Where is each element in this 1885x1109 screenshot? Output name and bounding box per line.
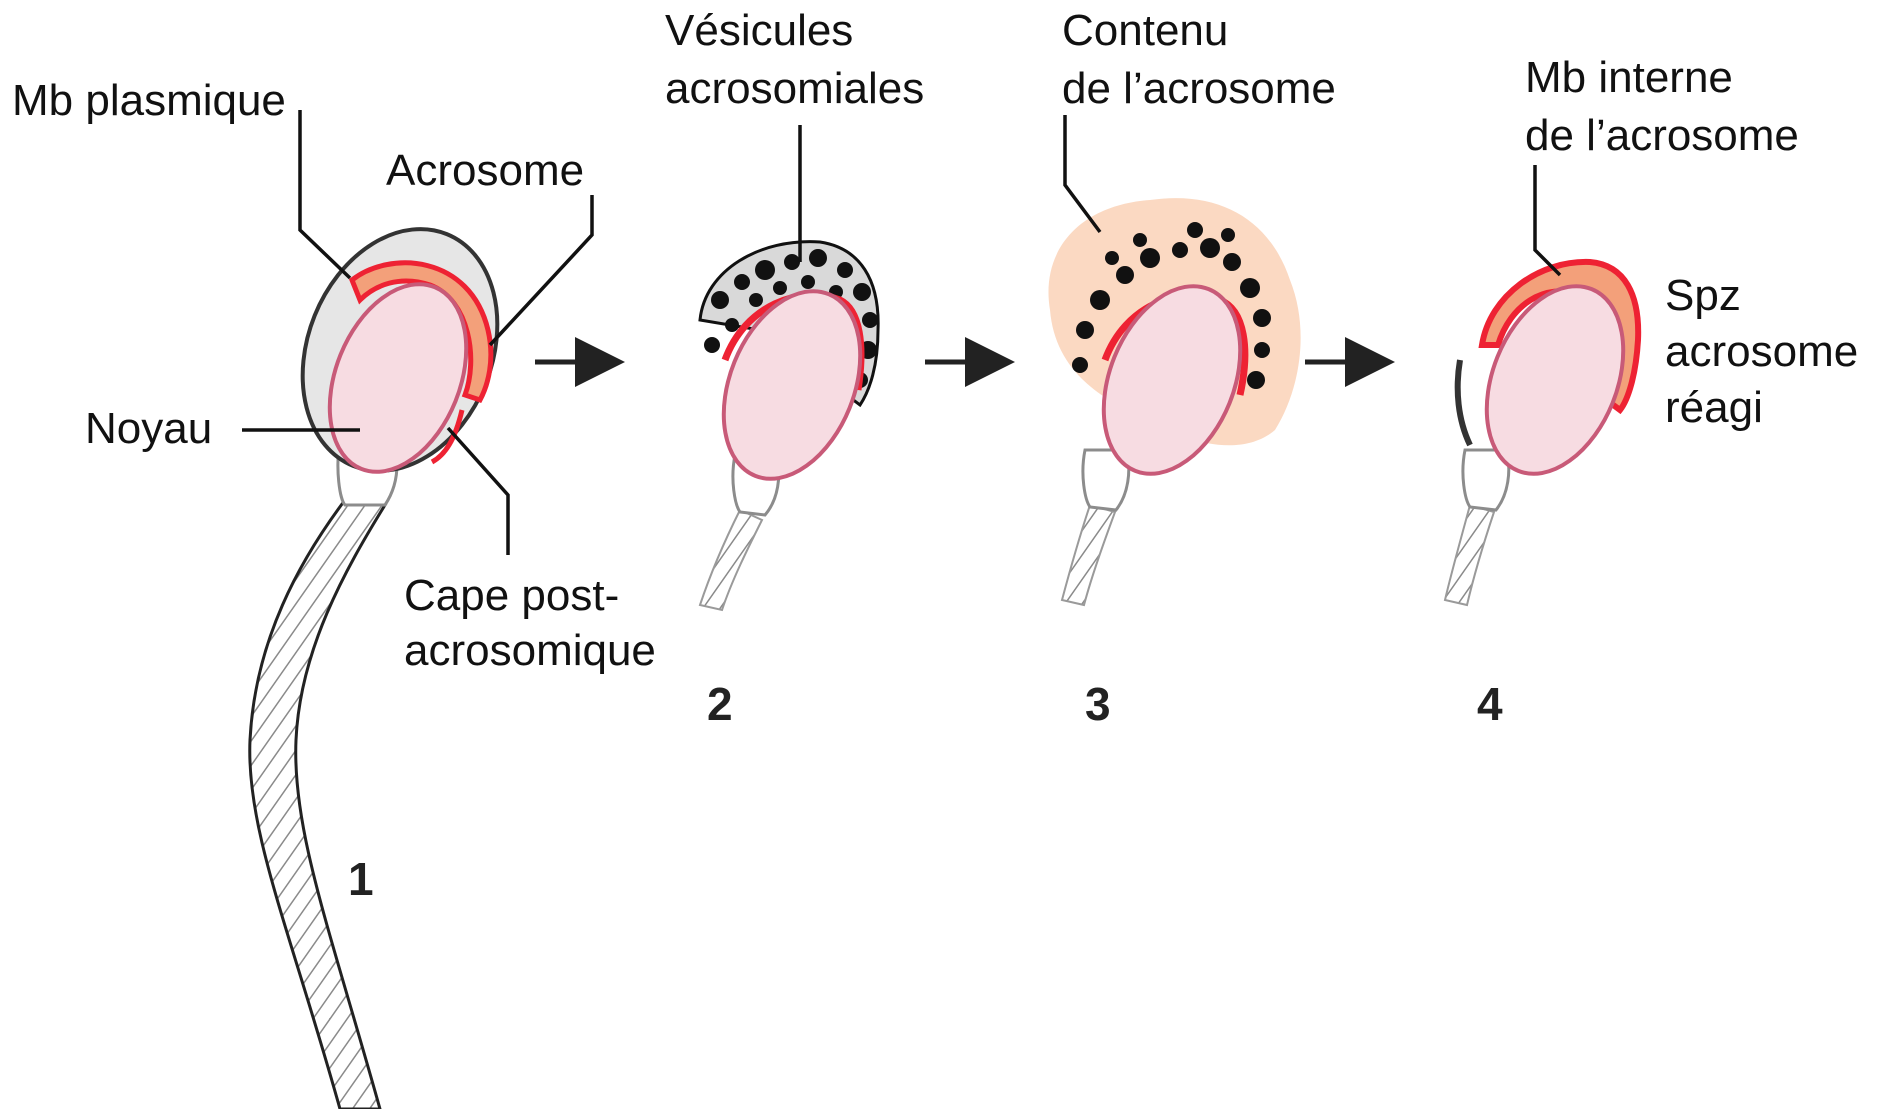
stage-3-spermatozoon — [1048, 198, 1300, 605]
label-vesicules-line1: Vésicules — [665, 6, 853, 55]
label-cape-line2: acrosomique — [404, 626, 656, 675]
stage-number-2: 2 — [707, 678, 733, 730]
plasma-membrane-remnant-4 — [1458, 360, 1470, 445]
label-noyau: Noyau — [85, 404, 212, 453]
label-contenu-line1: Contenu — [1062, 6, 1228, 55]
leader-acrosome — [490, 195, 592, 345]
label-mb-interne-line1: Mb interne — [1525, 53, 1733, 102]
label-contenu-line2: de l’acrosome — [1062, 64, 1336, 113]
leader-mb-plasmique — [300, 110, 350, 278]
flagellum-4 — [1445, 505, 1494, 605]
label-vesicules-line2: acrosomiales — [665, 64, 924, 113]
stage-number-4: 4 — [1477, 678, 1503, 730]
leader-cape — [448, 428, 508, 555]
label-cape-line1: Cape post- — [404, 571, 619, 620]
label-spz-line2: acrosome — [1665, 327, 1858, 376]
label-mb-plasmique: Mb plasmique — [12, 76, 286, 125]
stage-4-spermatozoon — [1445, 262, 1649, 605]
flagellum-1 — [250, 500, 385, 1109]
leader-contenu — [1065, 115, 1100, 232]
stage-2-spermatozoon — [698, 242, 886, 610]
label-acrosome: Acrosome — [386, 146, 584, 195]
leader-mb-interne — [1535, 165, 1560, 275]
flagellum-3 — [1062, 505, 1115, 605]
flagellum-2 — [700, 510, 762, 610]
label-spz-line1: Spz — [1665, 271, 1741, 320]
stage-number-3: 3 — [1085, 678, 1111, 730]
label-spz-line3: réagi — [1665, 383, 1763, 432]
stage-number-1: 1 — [348, 853, 374, 905]
label-mb-interne-line2: de l’acrosome — [1525, 111, 1799, 160]
